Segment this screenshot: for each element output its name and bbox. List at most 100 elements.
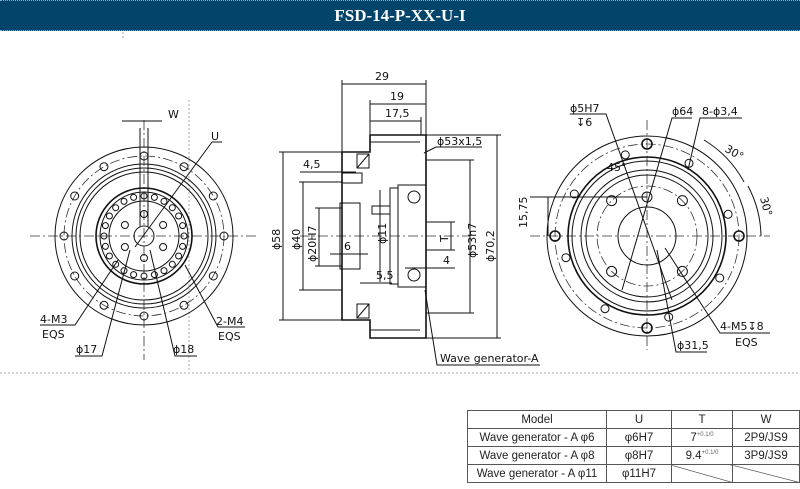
cell-u: φ8H7 [606,446,672,465]
dim-4-5: 4,5 [303,158,321,171]
through-hole [561,253,571,263]
bearing-ball [112,204,120,212]
bearing-ball [150,271,158,279]
bearing-ball [175,212,183,220]
mounting-hole [733,230,745,242]
bearing-ball [140,272,148,280]
side-view: 29 19 17,5 ϕ53x1,5 4,5 ϕ58 ϕ40 ϕ20H7 6 ϕ… [270,70,540,366]
dim-d53x1-5: ϕ53x1,5 [437,135,482,148]
dim-5-5: 5,5 [376,269,394,282]
bearing-ball [130,271,138,279]
cell-model: Wave generator - A φ6 [467,428,607,447]
mounting-hole [219,231,229,241]
table-row: Wave generator - A φ6 φ6H7 7+0.1/0 2P9/J… [467,428,800,447]
bearing-ball [105,212,113,220]
dim-t: T [438,235,451,243]
bearing-ball [130,193,138,201]
header-u: U [606,410,672,429]
angle-45-label: 45° [607,161,627,174]
cell-model: Wave generator - A φ11 [467,464,607,483]
cell-w: 3P9/JS9 [732,446,800,465]
bearing-ball [140,192,148,200]
tapped-hole [606,195,618,207]
dim-19: 19 [390,90,404,103]
dim-d40: ϕ40 [290,229,303,250]
mounting-hole [641,322,653,334]
page-title: FSD-14-P-XX-U-I [334,5,466,25]
bearing-ball [179,222,187,230]
mounting-hole [70,191,80,201]
dim-d11: ϕ11 [376,223,389,244]
cell-t: 7+0.1/0 [671,428,733,447]
bearing-ball [101,242,109,250]
d31-5-label: ϕ31,5 [677,339,709,352]
tolerance: +0.1/0 [701,449,719,456]
bearing-ball [180,232,188,240]
cell-u: φ6H7 [606,428,672,447]
tapped-hole [676,265,688,277]
d64-label: ϕ64 [672,105,693,118]
front-view: W U 4-M3 EQS ϕ17 ϕ18 2-M4 EQS [30,108,258,360]
cell-t: 9.4+0.1/0 [671,446,733,465]
depth6-label: ↧6 [576,116,592,129]
title-bar: FSD-14-P-XX-U-I [0,0,800,31]
dim-d53h7: ϕ53h7 [466,223,479,258]
dim-17-5: 17,5 [385,107,410,120]
m5-label: 4-M5↧8 [720,320,764,333]
wave-generator-label: Wave generator-A [440,352,539,365]
through-hole [723,209,733,219]
angle-30a-label: 30° [723,142,746,163]
tapped-hole [159,221,168,229]
bearing-ball [160,267,168,275]
dim-d70-2: ϕ70,2 [484,230,497,262]
tapped-hole [140,254,148,262]
dim-d58: ϕ58 [270,229,283,250]
technical-drawing: W U 4-M3 EQS ϕ17 ϕ18 2-M4 EQS [0,32,800,374]
tapped-hole [120,243,129,251]
angle-30b-label: 30° [757,195,775,217]
table-row: Wave generator - A φ11 φ11H7 [467,464,800,483]
mounting-hole [641,138,653,150]
tapped-hole [159,243,168,251]
through-hole [600,304,610,314]
bearing-ball [112,260,120,268]
mounting-hole [99,300,109,310]
bearing-ball [150,193,158,201]
mounting-hole [549,230,561,242]
mounting-hole [59,231,69,241]
tolerance: +0.1/0 [696,431,714,438]
mounting-hole [208,191,218,201]
tapped-hole [606,265,618,277]
cell-w: 2P9/JS9 [732,428,800,447]
holes-label: 8-ϕ3,4 [702,105,738,118]
mounting-hole [70,271,80,281]
dim-6: 6 [344,240,351,253]
dim-15-75: 15,75 [517,197,530,229]
tapped-hole [120,221,129,229]
d17-label: ϕ17 [76,343,97,356]
table-header-row: Model U T W [467,410,800,429]
mounting-hole [179,162,189,172]
header-t: T [671,410,733,429]
m4-eqs-label: EQS [218,330,241,343]
m3-label: 4-M3 [40,313,67,326]
m4-label: 2-M4 [216,315,243,328]
mounting-hole [208,271,218,281]
bearing-ball [160,197,168,205]
mounting-hole [99,162,109,172]
w-label: W [168,108,179,121]
through-hole [715,273,725,283]
through-hole [569,189,579,199]
dim-29: 29 [375,70,389,83]
bearing-ball [175,252,183,260]
bearing-ball [105,252,113,260]
bearing-ball [168,204,176,212]
bearing-ball [100,232,108,240]
cell-w-empty [732,464,800,483]
bearing-ball [179,242,187,250]
m3-eqs-label: EQS [42,328,65,341]
bearing-ball [120,197,128,205]
d18-label: ϕ18 [173,343,194,356]
header-model: Model [467,410,607,429]
through-hole [620,150,630,160]
